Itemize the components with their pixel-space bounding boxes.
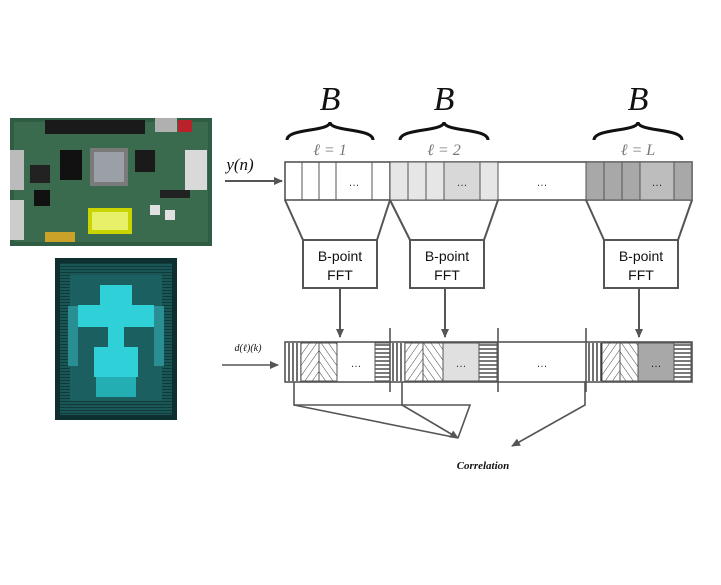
ellipsis: … — [537, 177, 548, 189]
brace-group-3: B ℓ = L — [592, 81, 684, 159]
ellipsis: … — [537, 358, 548, 370]
fft-output-arrows — [336, 288, 643, 338]
curly-brace — [592, 121, 684, 141]
segment-label: ℓ = 1 — [313, 142, 346, 159]
spectrum-buffer: … … … … — [284, 328, 693, 392]
buffer-segment-L: … — [585, 161, 693, 201]
reference-label: d(ℓ)(k) — [235, 343, 263, 354]
brace-group-2: B ℓ = 2 — [398, 81, 490, 159]
ellipsis: … — [652, 177, 663, 189]
block-size-symbol: B — [628, 81, 649, 118]
correlation-lines — [293, 382, 586, 447]
ellipsis: … — [349, 177, 360, 189]
input-signal-label: y(n) — [224, 155, 254, 174]
ellipsis: … — [351, 358, 362, 370]
segment-label: ℓ = L — [621, 142, 655, 159]
fft-block-subtitle: FFT — [327, 267, 353, 283]
input-buffer: … … … … — [284, 161, 693, 201]
fft-block-subtitle: FFT — [628, 267, 654, 283]
fft-block-title: B-point — [318, 248, 362, 264]
spectrum-segment-1: … — [286, 342, 391, 382]
fft-block-1: B-point FFT — [302, 239, 378, 289]
spectrum-segment-L: … — [587, 342, 692, 382]
curly-brace — [285, 121, 375, 141]
ellipsis: … — [457, 177, 468, 189]
block-size-symbol: B — [320, 81, 341, 118]
funnel-lines — [284, 199, 693, 241]
block-size-symbol: B — [434, 81, 455, 118]
brace-group-1: B ℓ = 1 — [285, 81, 375, 159]
fft-block-title: B-point — [425, 248, 469, 264]
segment-label: ℓ = 2 — [427, 142, 460, 159]
curly-brace — [398, 121, 490, 141]
ellipsis: … — [651, 358, 662, 370]
ellipsis: … — [456, 358, 467, 370]
fpga-board-photo — [10, 118, 212, 246]
spectrum-segment-2: … — [391, 342, 498, 382]
buffer-segment-2: … — [389, 161, 499, 201]
asic-layout-photo — [55, 258, 177, 420]
correlation-label: Correlation — [457, 460, 510, 472]
fft-block-3: B-point FFT — [603, 239, 679, 289]
fft-block-2: B-point FFT — [409, 239, 485, 289]
fft-block-title: B-point — [619, 248, 663, 264]
fft-block-subtitle: FFT — [434, 267, 460, 283]
